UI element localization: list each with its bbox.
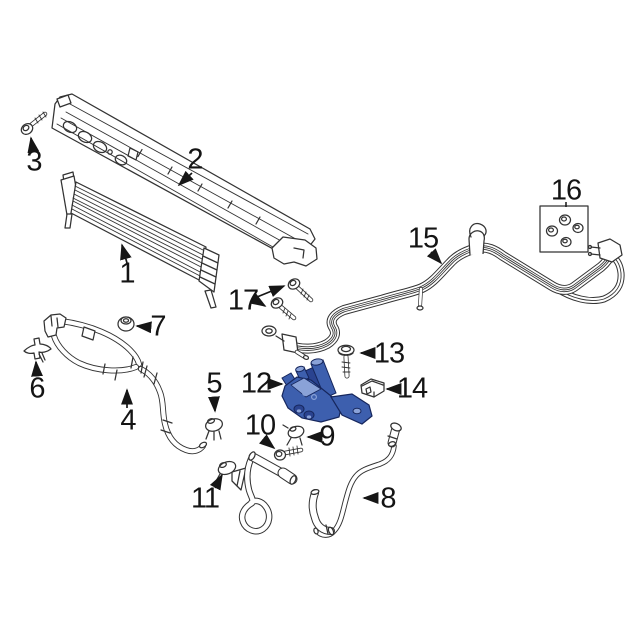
callout-12: 12: [240, 367, 272, 400]
part-14-clip-drawing: [360, 378, 385, 398]
callout-arrows: [27, 136, 567, 504]
part-9-clip-drawing: [282, 424, 305, 446]
callout-17: 17: [227, 284, 259, 317]
part-1-oil-cooler-drawing: [60, 171, 220, 309]
callout-10: 10: [244, 409, 276, 442]
part-17-bolts-drawing: [270, 278, 314, 321]
callout-11: 11: [190, 482, 220, 515]
part-13-bolt-drawing: [337, 344, 355, 379]
part-8-hose-assembly-drawing: [242, 422, 402, 536]
callout-8: 8: [380, 482, 396, 515]
callout-5: 5: [206, 367, 222, 400]
part-16-seal-kit-drawing: [539, 205, 589, 253]
callout-14: 14: [396, 372, 428, 405]
part-10-bolt-drawing: [273, 445, 304, 461]
callout-9: 9: [319, 420, 335, 453]
callout-16: 16: [550, 174, 582, 207]
part-7-grommet-drawing: [117, 316, 135, 332]
part-6-clip-drawing: [23, 337, 52, 363]
part-12-thermostat-highlight-drawing: [281, 358, 373, 425]
part-15-cooler-tubes-drawing: [261, 222, 622, 361]
callout-6: 6: [29, 372, 45, 405]
callout-1: 1: [119, 257, 135, 290]
callout-13: 13: [373, 337, 405, 370]
part-11-clip-drawing: [215, 460, 247, 491]
callout-4: 4: [120, 404, 136, 437]
callout-2: 2: [187, 143, 203, 176]
part-4-hose-assembly-drawing: [43, 313, 208, 451]
callout-3: 3: [26, 145, 42, 178]
callout-15: 15: [407, 222, 439, 255]
callout-7: 7: [150, 310, 166, 343]
part-5-clip-drawing: [205, 418, 223, 441]
grommet-icon: [545, 214, 584, 248]
part-3-bolt-drawing: [20, 111, 48, 135]
